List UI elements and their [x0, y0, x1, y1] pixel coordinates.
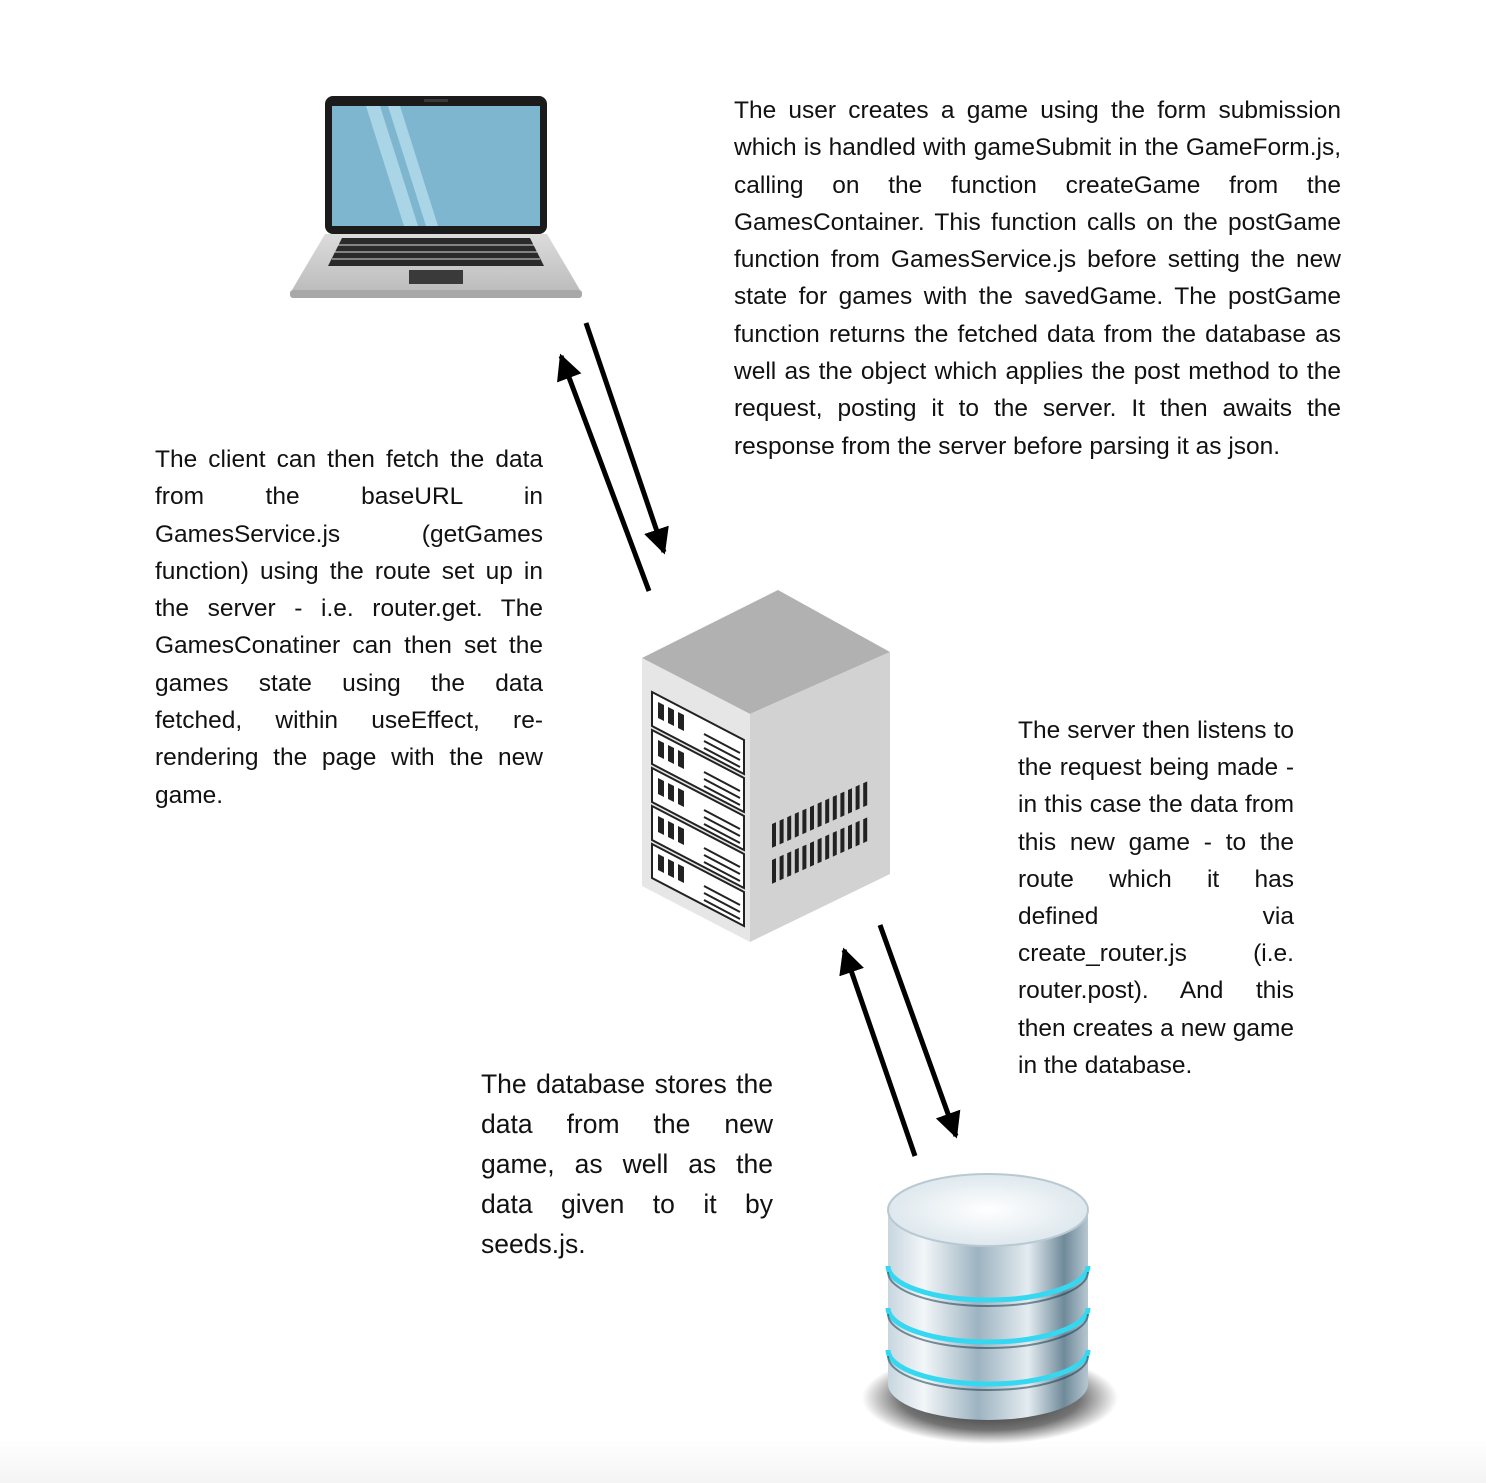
server-icon	[642, 590, 890, 942]
arrow-laptop-to-server	[583, 322, 669, 555]
user-form-description: The user creates a game using the form s…	[734, 97, 1341, 460]
database-icon	[862, 1173, 1118, 1444]
client-fetch-description: The client can then fetch the data from …	[155, 446, 543, 809]
database-store-description: The database stores the data from the ne…	[481, 1069, 773, 1259]
laptop-icon	[290, 96, 582, 298]
arrow-server-to-laptop	[557, 353, 652, 592]
arrow-database-to-server	[839, 947, 918, 1157]
page-bottom-edge	[0, 1440, 1486, 1483]
server-listen-description: The server then listens to the request b…	[1018, 717, 1294, 1079]
arrow-server-to-database	[877, 924, 961, 1139]
